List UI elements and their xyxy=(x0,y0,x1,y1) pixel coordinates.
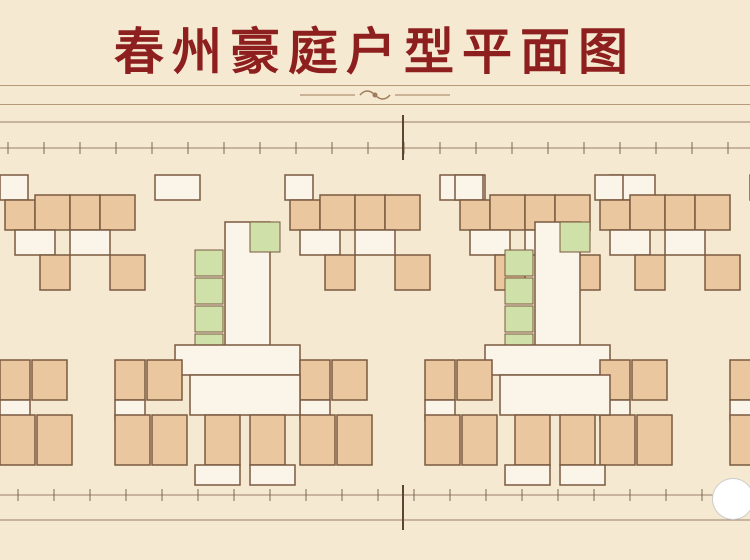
room xyxy=(204,414,241,466)
room xyxy=(514,414,551,466)
room xyxy=(151,414,188,466)
room-white xyxy=(194,464,241,486)
room xyxy=(384,194,421,231)
room xyxy=(39,254,71,291)
room xyxy=(34,194,71,231)
core-cell xyxy=(559,221,591,253)
room-white xyxy=(664,229,706,256)
room xyxy=(319,194,356,231)
room-white xyxy=(354,229,396,256)
floor-plan xyxy=(0,115,750,530)
room-white xyxy=(469,229,511,256)
room xyxy=(424,414,461,466)
room xyxy=(664,194,696,231)
room xyxy=(599,199,631,231)
room xyxy=(424,359,456,401)
room xyxy=(461,414,498,466)
room-white xyxy=(154,174,201,201)
room-white xyxy=(454,174,484,201)
room xyxy=(299,414,336,466)
room xyxy=(394,254,431,291)
room xyxy=(36,414,73,466)
core-cell xyxy=(194,249,224,277)
room xyxy=(299,359,331,401)
core-cell xyxy=(504,277,534,305)
room-white xyxy=(14,229,56,256)
room-white xyxy=(299,229,341,256)
room xyxy=(114,414,151,466)
room xyxy=(331,359,368,401)
room-white xyxy=(249,464,296,486)
core-cell xyxy=(504,305,534,333)
room xyxy=(634,254,666,291)
core-cell xyxy=(504,249,534,277)
room-white xyxy=(504,464,551,486)
room xyxy=(354,194,386,231)
room xyxy=(249,414,286,466)
room xyxy=(631,359,668,401)
room-white xyxy=(559,464,606,486)
room xyxy=(729,414,750,466)
room-white xyxy=(499,374,611,416)
title-divider-lower xyxy=(0,104,750,105)
room-white xyxy=(69,229,111,256)
title-divider xyxy=(0,85,750,86)
room-white xyxy=(0,174,29,201)
room xyxy=(456,359,493,401)
ornament-icon xyxy=(300,90,450,100)
core-cell xyxy=(249,221,281,253)
room-white xyxy=(174,344,301,376)
room xyxy=(599,414,636,466)
room xyxy=(704,254,741,291)
room xyxy=(559,414,596,466)
room xyxy=(324,254,356,291)
room-white xyxy=(284,174,314,201)
room xyxy=(99,194,136,231)
room xyxy=(0,414,36,466)
room xyxy=(289,199,321,231)
room xyxy=(729,359,750,401)
core-cell xyxy=(194,305,224,333)
room xyxy=(489,194,526,231)
room-white xyxy=(609,229,651,256)
room xyxy=(459,199,491,231)
room xyxy=(0,359,31,401)
room xyxy=(336,414,373,466)
room xyxy=(146,359,183,401)
room xyxy=(636,414,673,466)
room xyxy=(114,359,146,401)
room-white xyxy=(484,344,611,376)
core-cell xyxy=(194,277,224,305)
page-title: 春州豪庭户型平面图 xyxy=(114,22,636,81)
room xyxy=(629,194,666,231)
wechat-logo-icon xyxy=(712,478,750,520)
room xyxy=(69,194,101,231)
room xyxy=(694,194,731,231)
room xyxy=(4,199,36,231)
room-white xyxy=(189,374,301,416)
room xyxy=(31,359,68,401)
room-white xyxy=(594,174,624,201)
room xyxy=(109,254,146,291)
